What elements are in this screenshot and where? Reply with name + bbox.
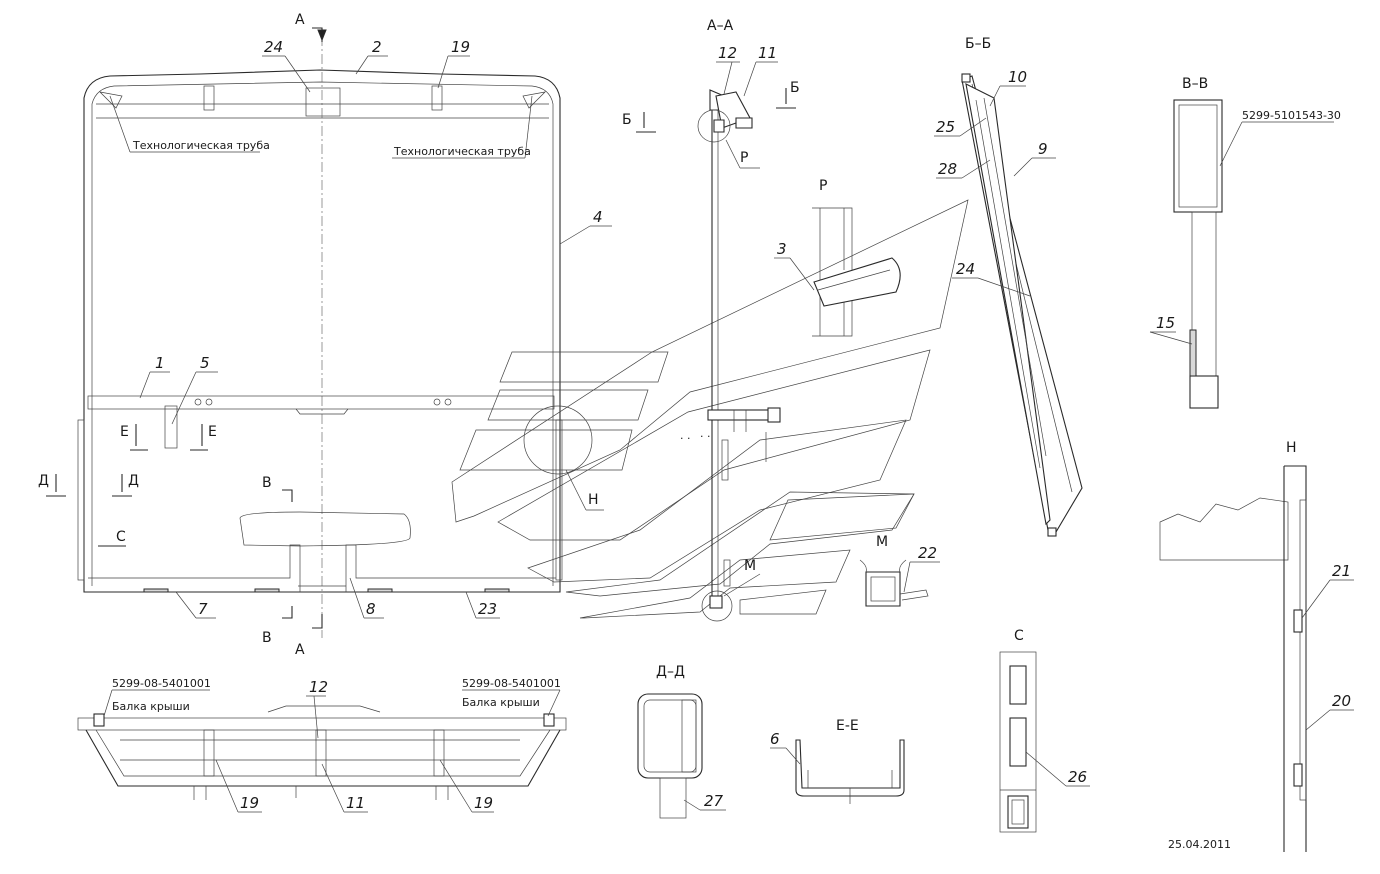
callout-19-top: 19 xyxy=(451,38,470,56)
section-dd: Д–Д 27 xyxy=(637,664,726,819)
callout-26: 26 xyxy=(1068,768,1087,786)
roof-beam-part-left: 5299-08-5401001 xyxy=(112,677,211,690)
detail-n-title: Н xyxy=(1286,440,1297,456)
view-c-title: С xyxy=(1014,628,1024,644)
section-ee: Е-Е 6 xyxy=(770,718,905,804)
cut-mark-d-right: Д xyxy=(128,473,139,489)
callout-5: 5 xyxy=(200,354,210,372)
section-vv-title: В–В xyxy=(1182,76,1208,92)
detail-n: Н 21 20 xyxy=(1159,440,1354,852)
tech-pipe-label-left: Технологическая труба xyxy=(132,139,270,152)
callout-2: 2 xyxy=(372,38,382,56)
callout-12-roof: 12 xyxy=(309,678,328,696)
section-aa: А–А Р · · · · М 12 11 Б Б xyxy=(622,18,800,622)
callout-19-roof-right: 19 xyxy=(474,794,493,812)
roof-beam-label-right: Балка крыши xyxy=(462,696,540,709)
profile-part-number: 5299-5101543-30 xyxy=(1242,109,1341,122)
callout-10: 10 xyxy=(1008,68,1027,86)
callout-11-aa: 11 xyxy=(758,44,777,62)
section-aa-title: А–А xyxy=(707,18,734,34)
callout-27: 27 xyxy=(704,792,724,810)
cut-mark-v-bottom: В xyxy=(262,630,272,646)
callout-24-bb: 24 xyxy=(956,260,975,278)
callout-24-top: 24 xyxy=(264,38,283,56)
view-c: С 26 xyxy=(999,628,1090,833)
livery-stripes: Н xyxy=(451,199,969,619)
drawing-date: 25.04.2011 xyxy=(1168,838,1231,851)
callout-1: 1 xyxy=(155,354,165,372)
callout-19-roof-left: 19 xyxy=(240,794,259,812)
cut-mark-a-bottom: А xyxy=(295,642,305,658)
section-bb-title: Б–Б xyxy=(965,36,991,52)
callout-8: 8 xyxy=(366,600,376,618)
detail-r-mark: Р xyxy=(740,150,748,166)
detail-m-title: М xyxy=(876,534,888,550)
callout-12-aa: 12 xyxy=(718,44,737,62)
section-dd-title: Д–Д xyxy=(656,664,685,680)
tech-pipe-label-right: Технологическая труба xyxy=(393,145,531,158)
roof-beam-part-right: 5299-08-5401001 xyxy=(462,677,561,690)
section-ee-title: Е-Е xyxy=(836,718,859,734)
roof-beam-view: 5299-08-5401001 Балка крыши 5299-08-5401… xyxy=(77,677,567,813)
callout-20: 20 xyxy=(1332,692,1351,710)
callout-4: 4 xyxy=(593,208,603,226)
callout-25: 25 xyxy=(936,118,955,136)
cut-mark-d-left: Д xyxy=(38,473,49,489)
callout-21: 21 xyxy=(1332,562,1351,580)
callout-15: 15 xyxy=(1156,314,1175,332)
cut-mark-v-top: В xyxy=(262,475,272,491)
callout-28: 28 xyxy=(938,160,957,178)
callout-11-roof: 11 xyxy=(346,794,365,812)
callout-22: 22 xyxy=(918,544,937,562)
detail-r: Р 3 xyxy=(774,178,901,337)
cut-mark-a-top: А xyxy=(295,12,305,28)
svg-text:· ·: · · xyxy=(700,430,711,443)
section-bb: Б–Б 10 25 9 28 24 xyxy=(934,36,1083,537)
main-frame-view xyxy=(77,36,563,638)
cut-mark-e-right: Е xyxy=(208,424,217,440)
callout-9: 9 xyxy=(1038,140,1048,158)
callout-6: 6 xyxy=(770,730,780,748)
callout-23: 23 xyxy=(478,600,497,618)
cut-mark-b-right: Б xyxy=(790,80,800,96)
callout-7: 7 xyxy=(198,600,208,618)
cut-mark-b-left: Б xyxy=(622,112,632,128)
cut-mark-c: С xyxy=(116,529,126,545)
section-vv: В–В 5299-5101543-30 15 xyxy=(1149,76,1341,409)
callout-3: 3 xyxy=(777,240,787,258)
detail-r-title: Р xyxy=(819,178,827,194)
detail-n-mark: Н xyxy=(588,492,599,508)
detail-m: М 22 xyxy=(859,534,940,607)
svg-text:· ·: · · xyxy=(680,432,691,445)
roof-beam-label-left: Балка крыши xyxy=(112,700,190,713)
cut-mark-e-left: Е xyxy=(120,424,129,440)
detail-m-mark: М xyxy=(744,558,756,574)
